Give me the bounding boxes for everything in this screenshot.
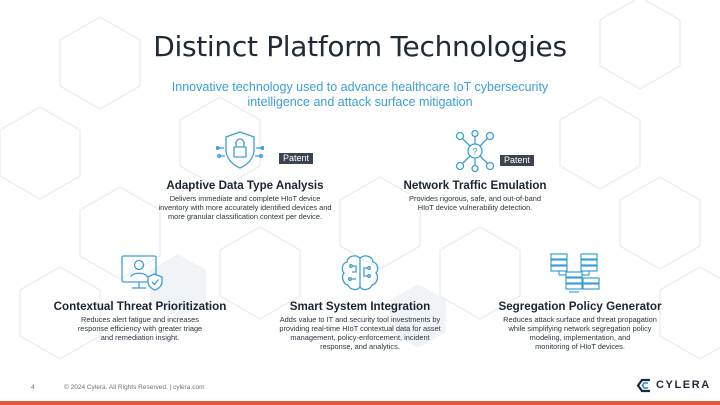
page-subtitle: Innovative technology used to advance he… xyxy=(140,80,580,110)
subtitle-line-1: Innovative technology used to advance he… xyxy=(171,80,549,94)
server-racks-icon xyxy=(550,253,600,293)
svg-text:?: ? xyxy=(472,147,477,157)
feature-title: Contextual Threat Prioritization xyxy=(53,300,227,313)
feature-title: Segregation Policy Generator xyxy=(498,300,662,313)
cylera-logo-icon xyxy=(636,378,650,393)
patent-badge: Patent xyxy=(500,155,535,166)
network-hub-icon: ? xyxy=(455,130,495,172)
feature-description: Adds value to IT and security tool inves… xyxy=(279,315,441,351)
bottom-accent-bar xyxy=(0,401,720,405)
monitor-user-icon xyxy=(121,255,163,291)
feature-smart-system-integration: Smart System Integration Adds value to I… xyxy=(260,250,460,354)
feature-description: Delivers immediate and complete HIoT dev… xyxy=(158,194,332,221)
patent-badge: Patent xyxy=(279,153,314,164)
page-number: 4 xyxy=(31,384,35,391)
feature-title: Adaptive Data Type Analysis xyxy=(166,179,324,192)
logo-text: CYLERA xyxy=(656,379,711,391)
brain-circuit-icon xyxy=(341,255,379,291)
feature-contextual-threat-prioritization: Contextual Threat Prioritization Reduces… xyxy=(40,250,240,350)
feature-description: Reduces alert fatigue and increases resp… xyxy=(77,315,203,342)
feature-segregation-policy-generator: Segregation Policy Generator Reduces att… xyxy=(480,250,680,354)
copyright-text: © 2024 Cylera. All Rights Reserved. | cy… xyxy=(64,384,205,391)
subtitle-line-2: intelligence and attack surface mitigati… xyxy=(247,95,473,109)
feature-network-traffic-emulation: ? Patent Network Traffic Emulation Provi… xyxy=(380,128,570,224)
shield-lock-icon xyxy=(216,131,264,169)
feature-adaptive-data-type-analysis: Patent Adaptive Data Type Analysis Deliv… xyxy=(140,128,350,224)
feature-description: Provides rigorous, safe, and out-of-band… xyxy=(409,194,541,212)
company-logo: CYLERA xyxy=(636,377,709,393)
feature-title: Smart System Integration xyxy=(289,300,431,313)
feature-title: Network Traffic Emulation xyxy=(403,179,547,192)
page-title: Distinct Platform Technologies xyxy=(153,30,567,63)
feature-description: Reduces attack surface and threat propag… xyxy=(503,315,657,351)
